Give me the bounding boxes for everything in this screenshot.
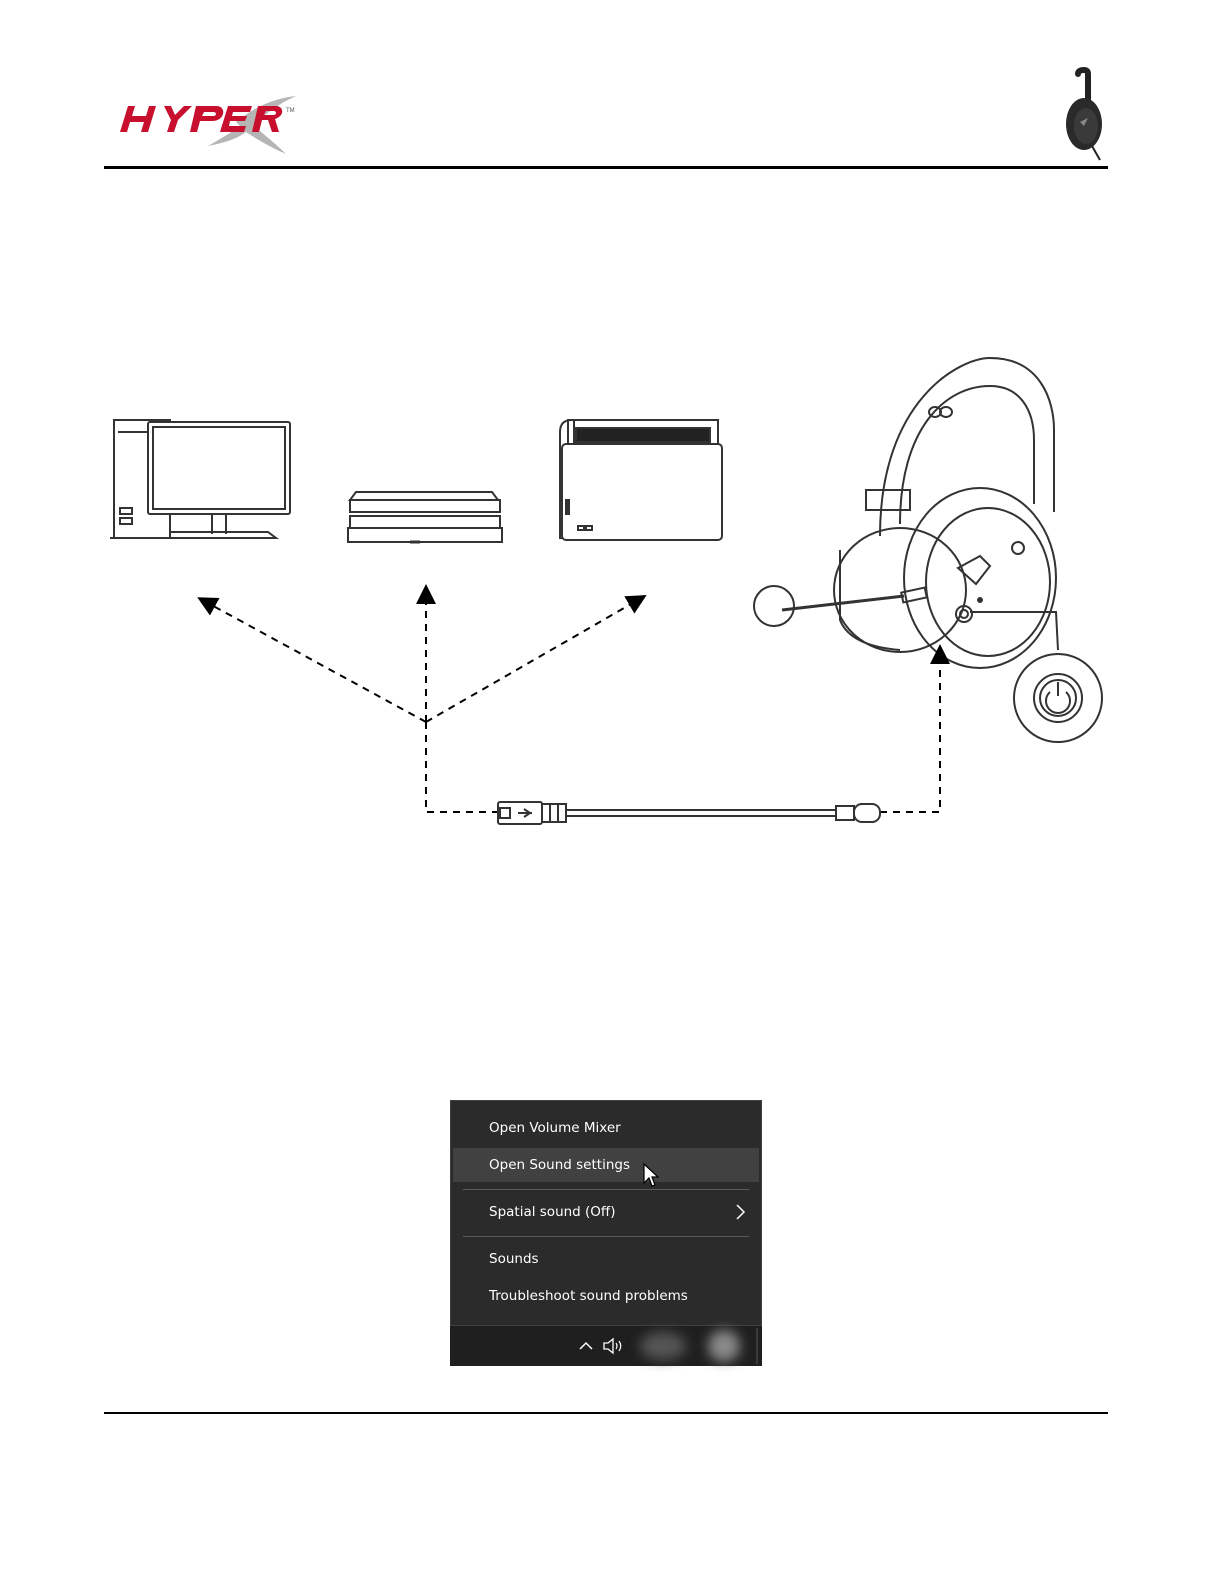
menu-item-label: Spatial sound (Off) — [489, 1204, 616, 1220]
menu-separator — [463, 1189, 749, 1190]
handheld-dock-icon — [560, 420, 722, 540]
svg-text:TM: TM — [286, 108, 295, 114]
menu-item-open-sound-settings[interactable]: Open Sound settings — [453, 1148, 759, 1182]
speaker-icon[interactable] — [602, 1336, 624, 1356]
blurred-tray-icon — [640, 1332, 686, 1360]
chevron-right-icon — [731, 1203, 749, 1221]
taskbar-divider — [756, 1328, 758, 1364]
menu-item-open-volume-mixer[interactable]: Open Volume Mixer — [453, 1111, 759, 1145]
arrow-to-dock — [426, 600, 638, 722]
menu-item-troubleshoot[interactable]: Troubleshoot sound problems — [453, 1279, 759, 1313]
console-icon — [348, 492, 502, 542]
headset-thumbnail — [1058, 66, 1108, 164]
sound-context-menu: Open Volume Mixer Open Sound settings Sp… — [450, 1100, 762, 1326]
cable-dash-left — [426, 722, 498, 812]
blurred-tray-icon — [708, 1330, 740, 1362]
connection-diagram — [0, 340, 1224, 860]
footer-rule — [104, 1412, 1108, 1414]
power-button-icon — [1014, 654, 1102, 742]
menu-item-label: Troubleshoot sound problems — [489, 1288, 688, 1304]
header-rule — [104, 166, 1108, 169]
chevron-up-icon[interactable] — [578, 1338, 594, 1354]
arrow-to-pc — [206, 602, 426, 722]
pc-icon — [110, 420, 290, 538]
mouse-cursor-icon — [642, 1163, 660, 1189]
menu-item-label: Sounds — [489, 1251, 539, 1267]
usb-cable — [498, 802, 880, 824]
menu-item-label: Open Volume Mixer — [489, 1120, 621, 1136]
hyperx-logo: TM — [118, 92, 308, 156]
taskbar — [450, 1326, 762, 1366]
headset-icon — [754, 358, 1058, 668]
menu-item-label: Open Sound settings — [489, 1157, 630, 1173]
menu-item-spatial-sound[interactable]: Spatial sound (Off) — [453, 1195, 759, 1229]
menu-separator — [463, 1236, 749, 1237]
arrow-to-headset — [880, 654, 940, 812]
menu-item-sounds[interactable]: Sounds — [453, 1242, 759, 1276]
